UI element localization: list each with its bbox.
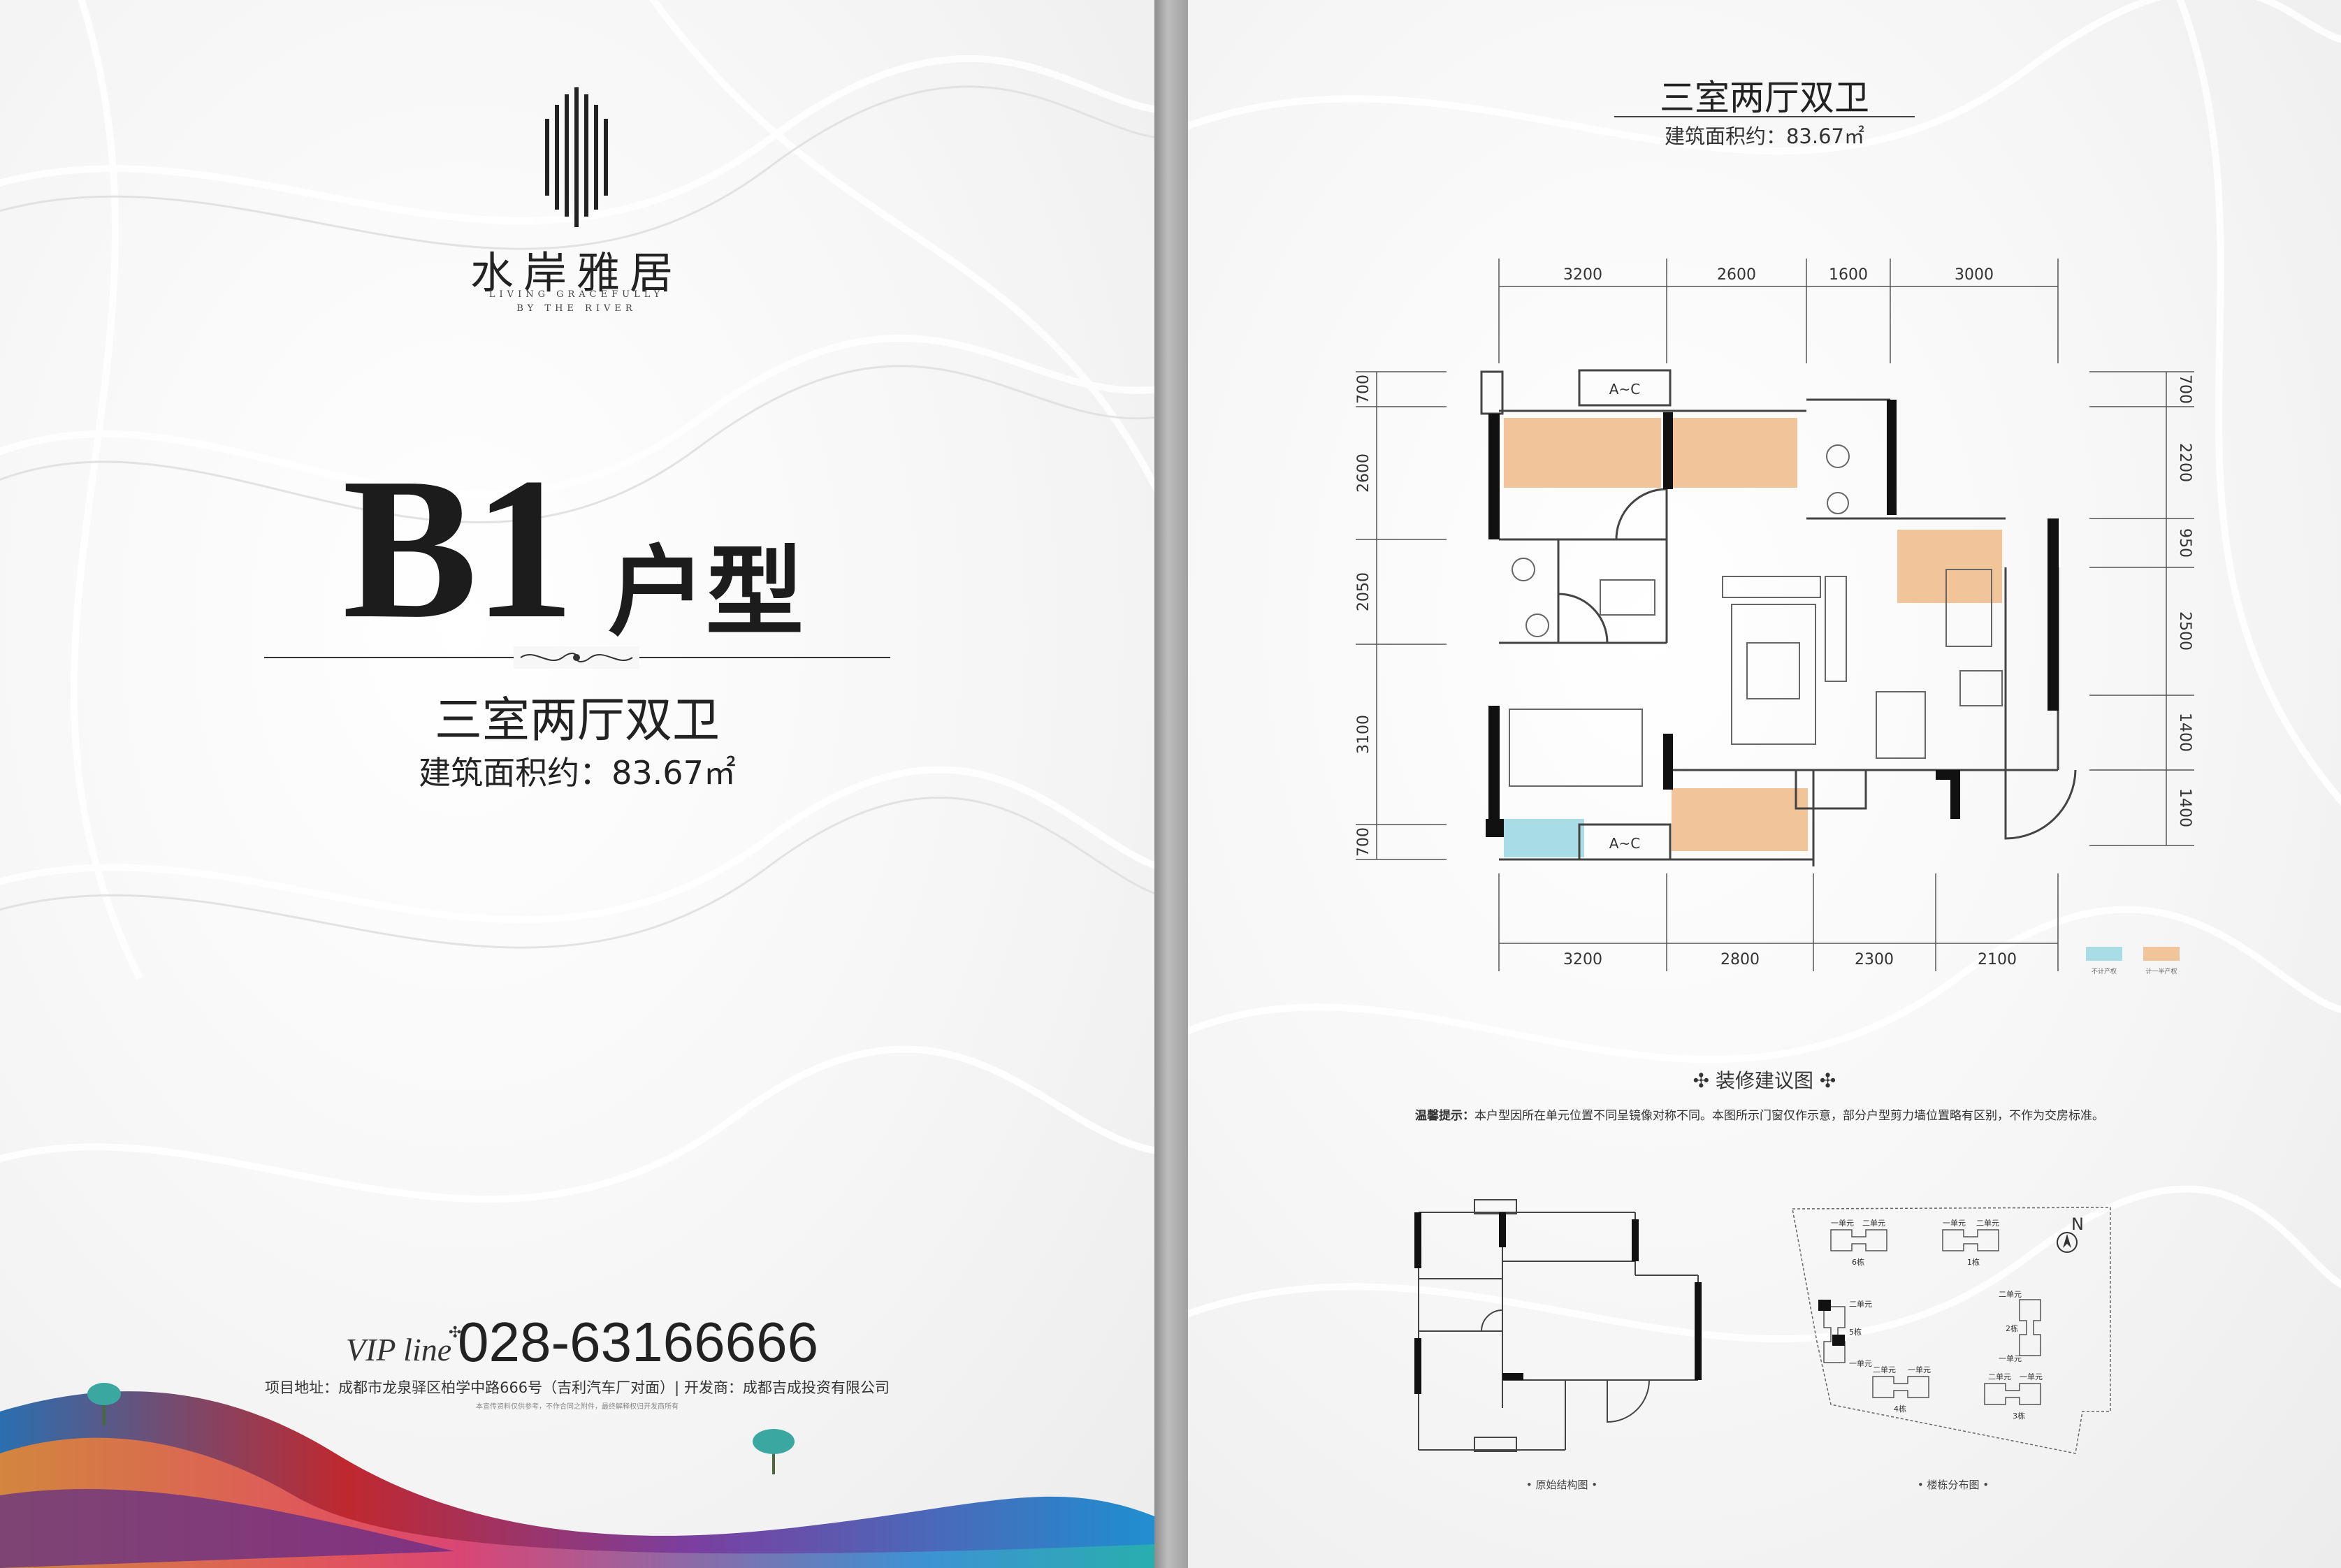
decorative-ribbon [0, 1383, 1154, 1568]
ac-platform-excluded [1504, 819, 1584, 857]
title-rule [1614, 116, 1915, 117]
dim-top-2: 2600 [1717, 266, 1756, 284]
dim-right-3: 950 [2176, 528, 2194, 558]
bottom-balcony-half-area [1672, 788, 1808, 851]
dim-top-3: 1600 [1829, 266, 1868, 284]
logo-mark [545, 87, 608, 227]
brand-tagline: LIVING GRACEFULLY BY THE RIVER [488, 289, 665, 314]
dim-right-2: 2200 [2176, 443, 2194, 482]
tip-label: 温馨提示： [1415, 1109, 1474, 1123]
site-plan-caption: • 楼栋分布图 • [1917, 1479, 1990, 1491]
brand-name: 水岸雅居 [470, 247, 683, 298]
dim-right-6: 1400 [2176, 788, 2194, 827]
dim-bottom-3: 2300 [1855, 951, 1894, 968]
tip-text: 本户型因所在单元位置不同呈镜像对称不同。本图所示门窗仅作示意，部分户型剪力墙位置… [1474, 1109, 2104, 1123]
building-4-label: 4栋 [1894, 1404, 1906, 1414]
dim-left-2: 2600 [1355, 453, 1372, 493]
legend-swatch-excluded [2086, 947, 2122, 961]
building-6-unit-2: 二单元 [1862, 1219, 1885, 1228]
original-structure-caption: • 原始结构图 • [1525, 1479, 1598, 1491]
original-structure-plan [1414, 1199, 1702, 1452]
tip-line: 温馨提示：本户型因所在单元位置不同呈镜像对称不同。本图所示门窗仅作示意，部分户型… [1415, 1105, 2184, 1123]
building-3-label: 3栋 [2013, 1411, 2025, 1421]
unit-area: 建筑面积约：83.67㎡ [419, 754, 736, 792]
kitchen-balcony-half-area [1897, 530, 2002, 603]
dim-left-5: 700 [1355, 827, 1372, 857]
dim-right-4: 2500 [2176, 611, 2194, 651]
dim-left-3: 2050 [1355, 572, 1372, 611]
dim-left-4: 3100 [1355, 715, 1372, 754]
building-4-unit-2: 一单元 [1908, 1365, 1931, 1374]
vip-star-icon: ✣ [449, 1324, 462, 1342]
building-6-unit-1: 一单元 [1831, 1219, 1854, 1228]
dim-left-1: 700 [1355, 375, 1372, 404]
ornament-flourish [514, 646, 639, 669]
site-plan: N 6栋 一单元 二单元 1栋 一单元 二单元 5栋 二单元 一单元 2栋 二单… [1792, 1207, 2111, 1454]
dim-bottom-1: 3200 [1563, 951, 1602, 968]
building-5-label: 5栋 [1849, 1327, 1862, 1337]
left-page: 水岸雅居 LIVING GRACEFULLY BY THE RIVER B1 户… [0, 0, 1154, 1568]
balcony-half-area-1 [1504, 418, 1661, 488]
ac-label-bottom: A~C [1609, 835, 1640, 852]
legend-label-excluded: 不计产权 [2091, 968, 2117, 975]
compass-icon [2057, 1232, 2078, 1253]
unit-suffix: 户型 [608, 536, 804, 650]
building-2-unit-2: 一单元 [1999, 1354, 2022, 1363]
fine-print: 本宣传资料仅供参考，不作合同之附件，最终解释权归开发商所有 [476, 1403, 679, 1411]
dim-bottom-4: 2100 [1978, 951, 2017, 968]
background-swirl [1188, 0, 2341, 1343]
right-page [1188, 0, 2341, 1568]
legend-label-half: 计一半产权 [2145, 968, 2177, 975]
building-3-unit-1: 二单元 [1988, 1372, 2011, 1381]
dim-right-5: 1400 [2176, 713, 2194, 752]
legend-swatch-half [2143, 947, 2180, 961]
background-swirl [0, 0, 1154, 1203]
dim-bottom-2: 2800 [1720, 951, 1760, 968]
dim-top-4: 3000 [1955, 266, 1994, 284]
floor-plan: 3200 2600 1600 3000 3200 2800 2300 2100 … [1355, 259, 2194, 971]
building-1-unit-1: 一单元 [1943, 1219, 1966, 1228]
ac-label-top: A~C [1609, 381, 1640, 398]
vip-label: VIP line [346, 1332, 452, 1367]
decoration-title: ✣ 装修建议图 ✣ [1693, 1069, 1836, 1092]
building-1-label: 1栋 [1967, 1257, 1980, 1267]
building-2-label: 2栋 [2006, 1323, 2018, 1333]
vip-phone[interactable]: 028-63166666 [458, 1311, 819, 1373]
building-2-unit-1: 二单元 [1999, 1290, 2022, 1299]
unit-code: B1 [342, 436, 574, 660]
building-1-unit-2: 二单元 [1976, 1219, 1999, 1228]
north-label: N [2071, 1214, 2084, 1234]
building-4-unit-1: 二单元 [1873, 1365, 1896, 1374]
balcony-half-area-2 [1672, 418, 1797, 488]
building-6-label: 6栋 [1852, 1257, 1864, 1267]
plan-area: 建筑面积约：83.67㎡ [1664, 124, 1865, 148]
book-spine [1154, 0, 1188, 1568]
building-3-unit-2: 一单元 [2020, 1372, 2043, 1381]
dim-right-1: 700 [2176, 375, 2194, 404]
plan-layout-title: 三室两厅双卫 [1660, 78, 1869, 118]
project-address: 项目地址：成都市龙泉驿区柏学中路666号（吉利汽车厂对面）| 开发商：成都吉成投… [265, 1379, 890, 1396]
building-5-unit-2: 一单元 [1849, 1359, 1872, 1368]
building-5-unit-1: 二单元 [1849, 1300, 1872, 1309]
dim-top-1: 3200 [1563, 266, 1602, 284]
unit-layout: 三室两厅双卫 [434, 693, 720, 748]
